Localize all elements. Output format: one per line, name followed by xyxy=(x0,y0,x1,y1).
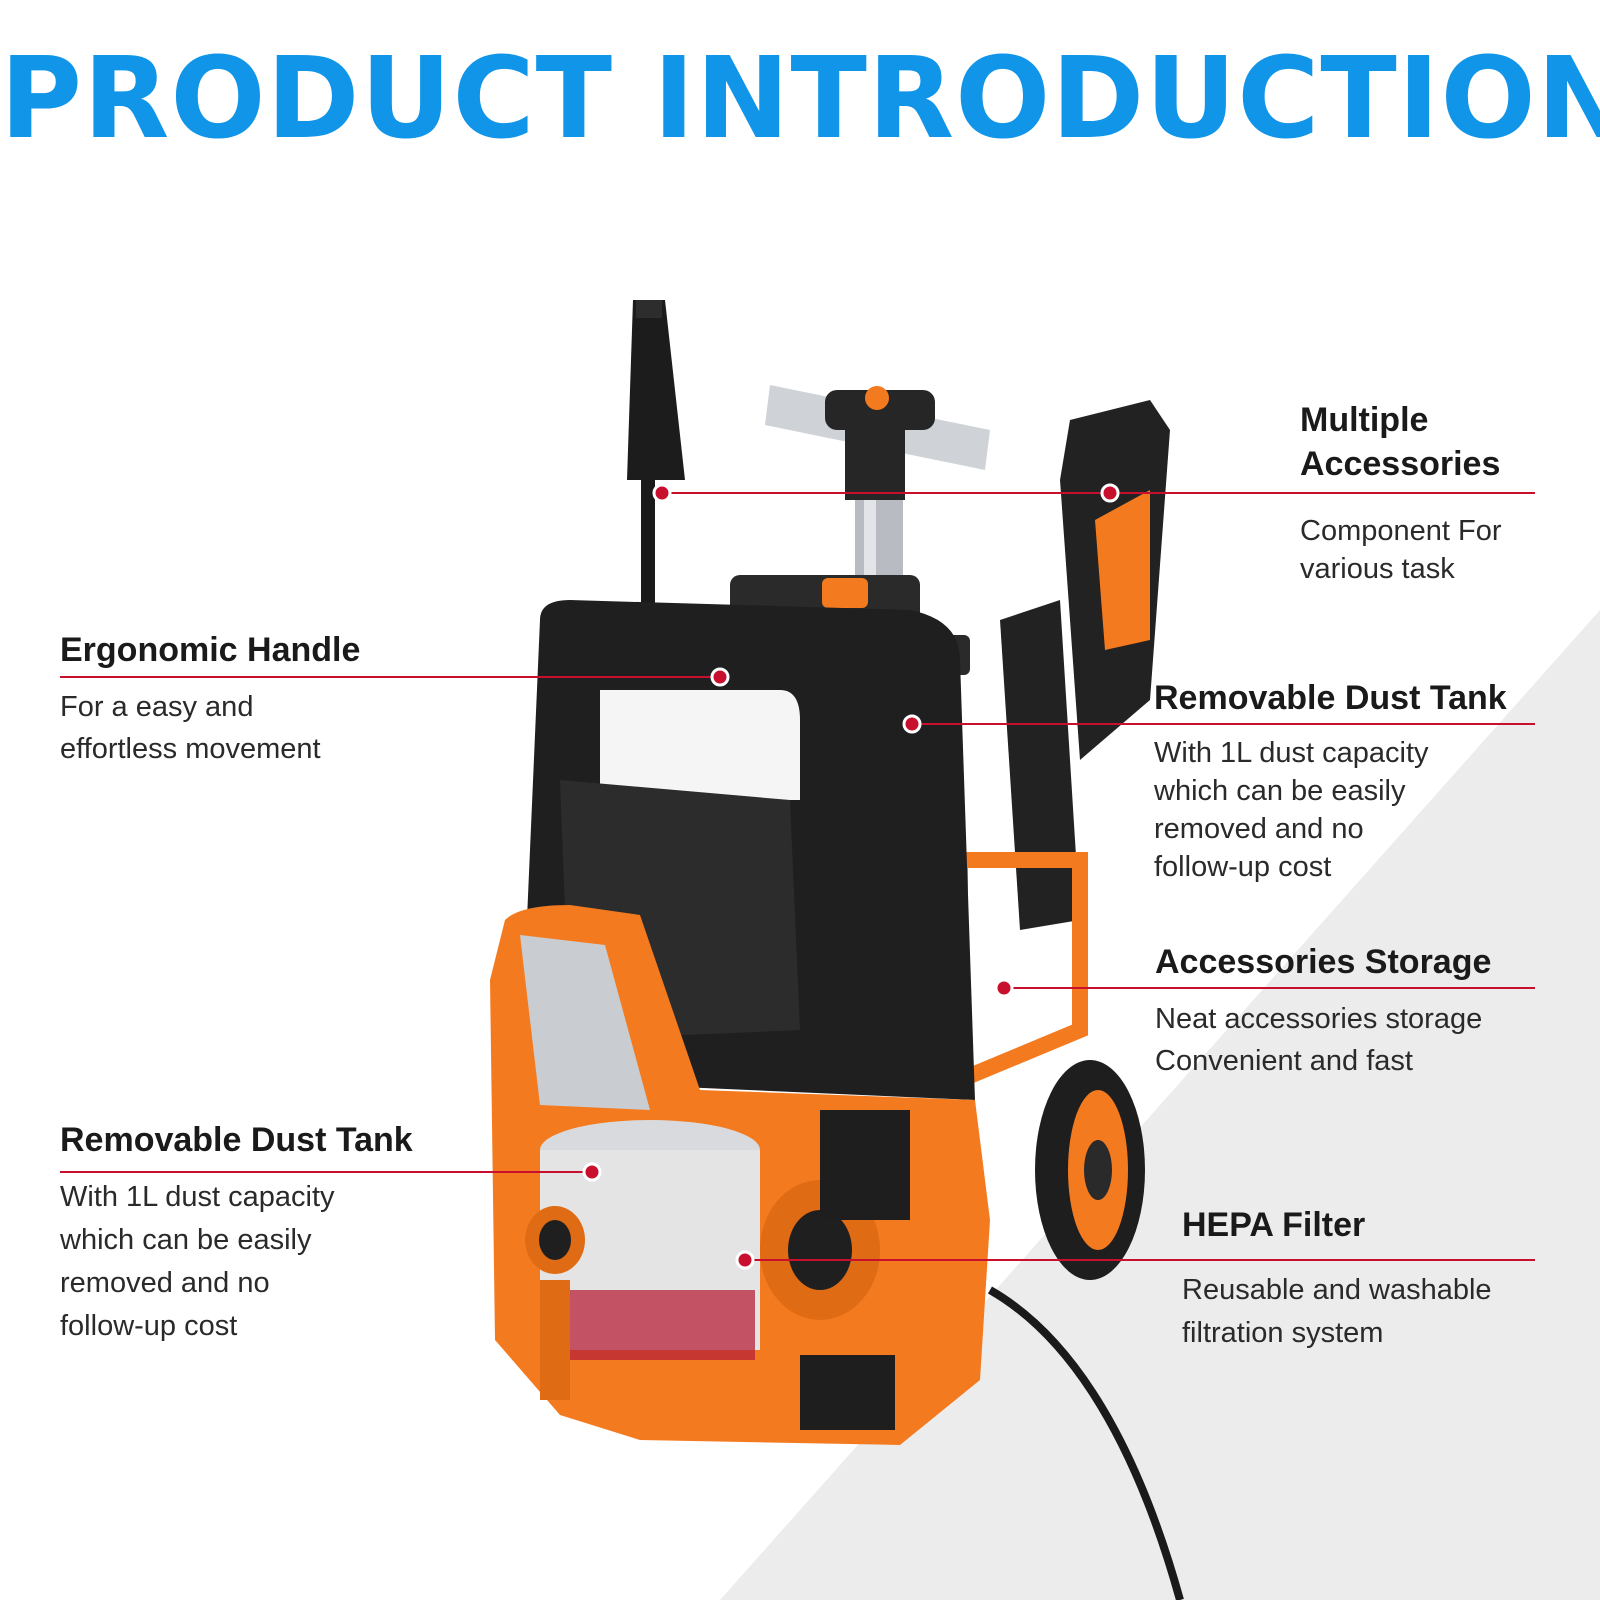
callout-description: removed and no xyxy=(60,1267,270,1299)
callout-heading: Multiple xyxy=(1300,401,1429,439)
callout-description: which can be easily xyxy=(60,1224,312,1256)
callout-description: With 1L dust capacity xyxy=(60,1181,335,1213)
callout-accessories-storage: Accessories Storage Neat accessories sto… xyxy=(1155,940,1491,1082)
callout-heading: Removable Dust Tank xyxy=(60,1121,413,1159)
callout-description: With 1L dust capacity xyxy=(1154,737,1429,769)
callout-description: effortless movement xyxy=(60,733,321,765)
callout-description: various task xyxy=(1300,553,1455,585)
callout-heading: Accessories xyxy=(1300,445,1501,483)
callout-heading: Accessories Storage xyxy=(1155,943,1492,981)
callout-heading: HEPA Filter xyxy=(1182,1206,1366,1244)
callout-description: For a easy and xyxy=(60,691,254,723)
callout-description: Convenient and fast xyxy=(1155,1045,1413,1077)
callout-description: follow-up cost xyxy=(60,1310,238,1342)
callout-description: which can be easily xyxy=(1154,775,1406,807)
callout-heading: Removable Dust Tank xyxy=(1154,679,1507,717)
callout-heading: Ergonomic Handle xyxy=(60,631,361,669)
callout-ergonomic-handle: Ergonomic Handle For a easy and effortles… xyxy=(60,628,360,770)
callout-description: Reusable and washable xyxy=(1182,1274,1492,1306)
callout-description: filtration system xyxy=(1182,1317,1384,1349)
page-title: PRODUCT INTRODUCTION xyxy=(0,34,1600,164)
callout-description: Component For xyxy=(1300,515,1502,547)
callout-removable-dust-tank-left: Removable Dust Tank With 1L dust capacit… xyxy=(60,1118,413,1348)
callout-description: Neat accessories storage xyxy=(1155,1003,1483,1035)
callout-description: follow-up cost xyxy=(1154,851,1332,883)
callout-description: removed and no xyxy=(1154,813,1364,845)
callout-removable-dust-tank-right: Removable Dust Tank With 1L dust capacit… xyxy=(1154,676,1507,886)
callout-hepa-filter: HEPA Filter Reusable and washable filtrat… xyxy=(1182,1203,1492,1355)
